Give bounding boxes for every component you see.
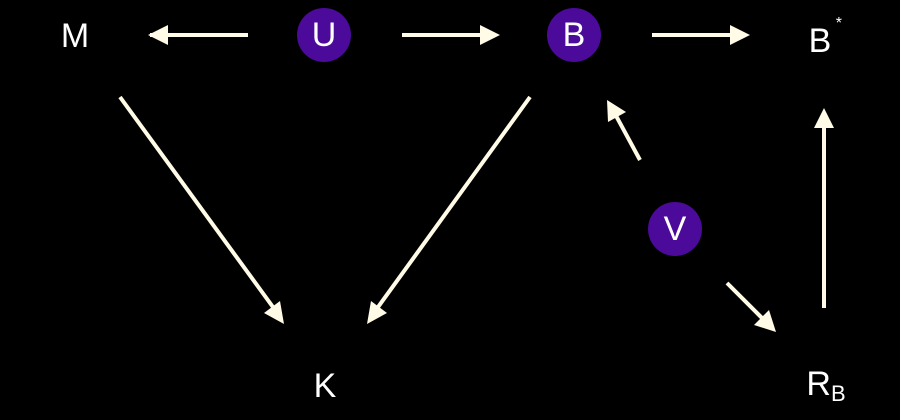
node-v: V xyxy=(648,202,702,256)
arrowhead-v-to-rb xyxy=(754,310,776,332)
node-u-label: U xyxy=(311,16,337,54)
node-k-label: K xyxy=(313,367,337,405)
edge-m-to-k xyxy=(118,95,280,316)
arrowhead-v-to-b xyxy=(607,100,626,122)
node-b: B xyxy=(547,8,601,62)
edge-v-to-rb xyxy=(725,281,768,324)
node-m-label: M xyxy=(60,17,90,55)
node-b-star-superscript: * xyxy=(835,15,842,32)
arrowhead-u-to-m xyxy=(148,25,168,45)
node-b-label: B xyxy=(562,16,586,54)
node-k: K xyxy=(305,366,345,406)
arrowhead-rb-to-bstar xyxy=(814,108,834,128)
edge-v-to-b xyxy=(612,111,642,161)
arrowhead-u-to-b xyxy=(480,25,500,45)
node-v-label: V xyxy=(663,210,687,248)
arrowhead-m-to-k xyxy=(264,301,284,324)
edge-b-to-k xyxy=(371,95,532,316)
arrowhead-b-to-bstar xyxy=(730,25,750,45)
node-r-b: R B xyxy=(796,362,856,406)
node-r-b-label: R xyxy=(806,365,831,403)
node-b-star: B * xyxy=(800,16,842,60)
node-r-b-subscript: B xyxy=(830,381,846,406)
node-u: U xyxy=(297,8,351,62)
node-m: M xyxy=(52,18,98,54)
arrowhead-b-to-k xyxy=(367,301,387,324)
node-b-star-label: B xyxy=(808,22,832,60)
spacer xyxy=(0,0,10,10)
